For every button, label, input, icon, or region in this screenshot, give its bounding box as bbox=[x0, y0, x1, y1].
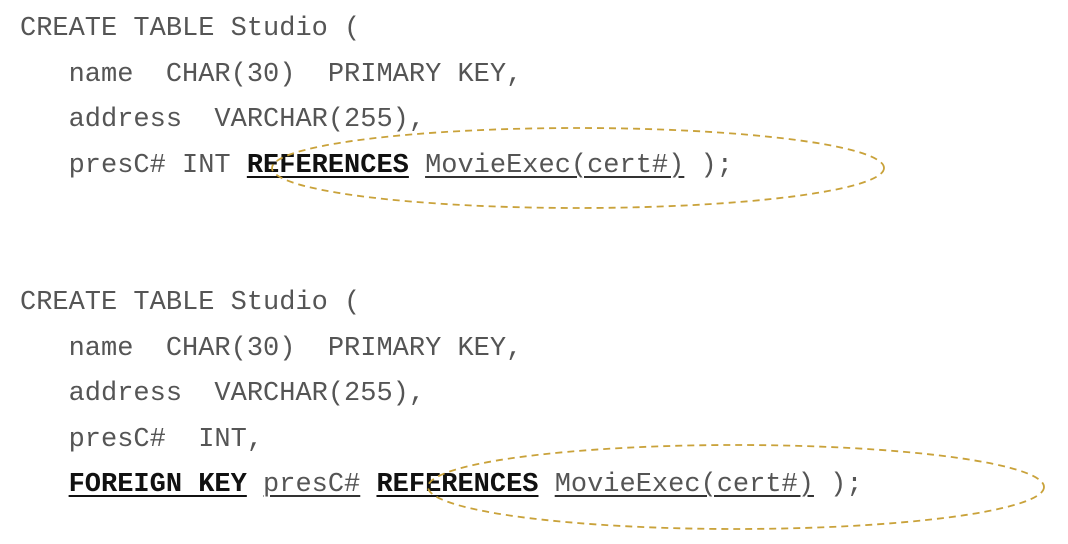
code-line: name CHAR(30) PRIMARY KEY, bbox=[20, 53, 733, 99]
code-text: address VARCHAR(255), bbox=[68, 105, 426, 135]
code-line: CREATE TABLE Studio ( bbox=[20, 281, 863, 327]
code-line: address VARCHAR(255), bbox=[20, 372, 863, 418]
code-text: CREATE TABLE Studio ( bbox=[20, 14, 361, 44]
foreign-key-keyword: FOREIGN KEY bbox=[68, 470, 247, 500]
code-line: address VARCHAR(255), bbox=[20, 98, 733, 144]
code-text: address VARCHAR(255), bbox=[68, 379, 426, 409]
code-space bbox=[539, 470, 555, 500]
code-text: presC# INT bbox=[68, 150, 247, 181]
code-line: presC# INT, bbox=[20, 418, 863, 464]
code-line: name CHAR(30) PRIMARY KEY, bbox=[20, 327, 863, 373]
code-space bbox=[360, 470, 376, 500]
code-indent bbox=[20, 60, 69, 90]
code-indent bbox=[20, 379, 69, 409]
referenced-column: MovieExec(cert#) bbox=[425, 150, 685, 181]
code-line: presC# INT REFERENCES MovieExec(cert#) )… bbox=[20, 144, 733, 190]
code-indent bbox=[20, 334, 69, 364]
code-space bbox=[409, 151, 425, 181]
code-indent bbox=[20, 470, 69, 500]
code-space bbox=[247, 470, 263, 500]
referenced-column: MovieExec(cert#) bbox=[554, 470, 814, 500]
code-indent bbox=[20, 425, 69, 455]
code-indent bbox=[20, 105, 69, 135]
code-text: name CHAR(30) PRIMARY KEY, bbox=[68, 333, 523, 364]
sql-code-block-foreign-key: CREATE TABLE Studio ( name CHAR(30) PRIM… bbox=[20, 281, 863, 509]
foreign-key-column: presC# bbox=[263, 470, 361, 500]
references-keyword: REFERENCES bbox=[246, 150, 409, 181]
code-text: name CHAR(30) PRIMARY KEY, bbox=[68, 59, 523, 90]
sql-code-block-inline-reference: CREATE TABLE Studio ( name CHAR(30) PRIM… bbox=[20, 7, 733, 189]
code-text: CREATE TABLE Studio ( bbox=[20, 288, 361, 318]
code-text: presC# INT, bbox=[68, 424, 264, 455]
code-line: FOREIGN KEY presC# REFERENCES MovieExec(… bbox=[20, 463, 863, 509]
code-line: CREATE TABLE Studio ( bbox=[20, 7, 733, 53]
code-indent bbox=[20, 151, 69, 181]
code-text: ); bbox=[813, 470, 863, 500]
references-keyword: REFERENCES bbox=[376, 470, 539, 500]
code-text: ); bbox=[684, 150, 733, 181]
